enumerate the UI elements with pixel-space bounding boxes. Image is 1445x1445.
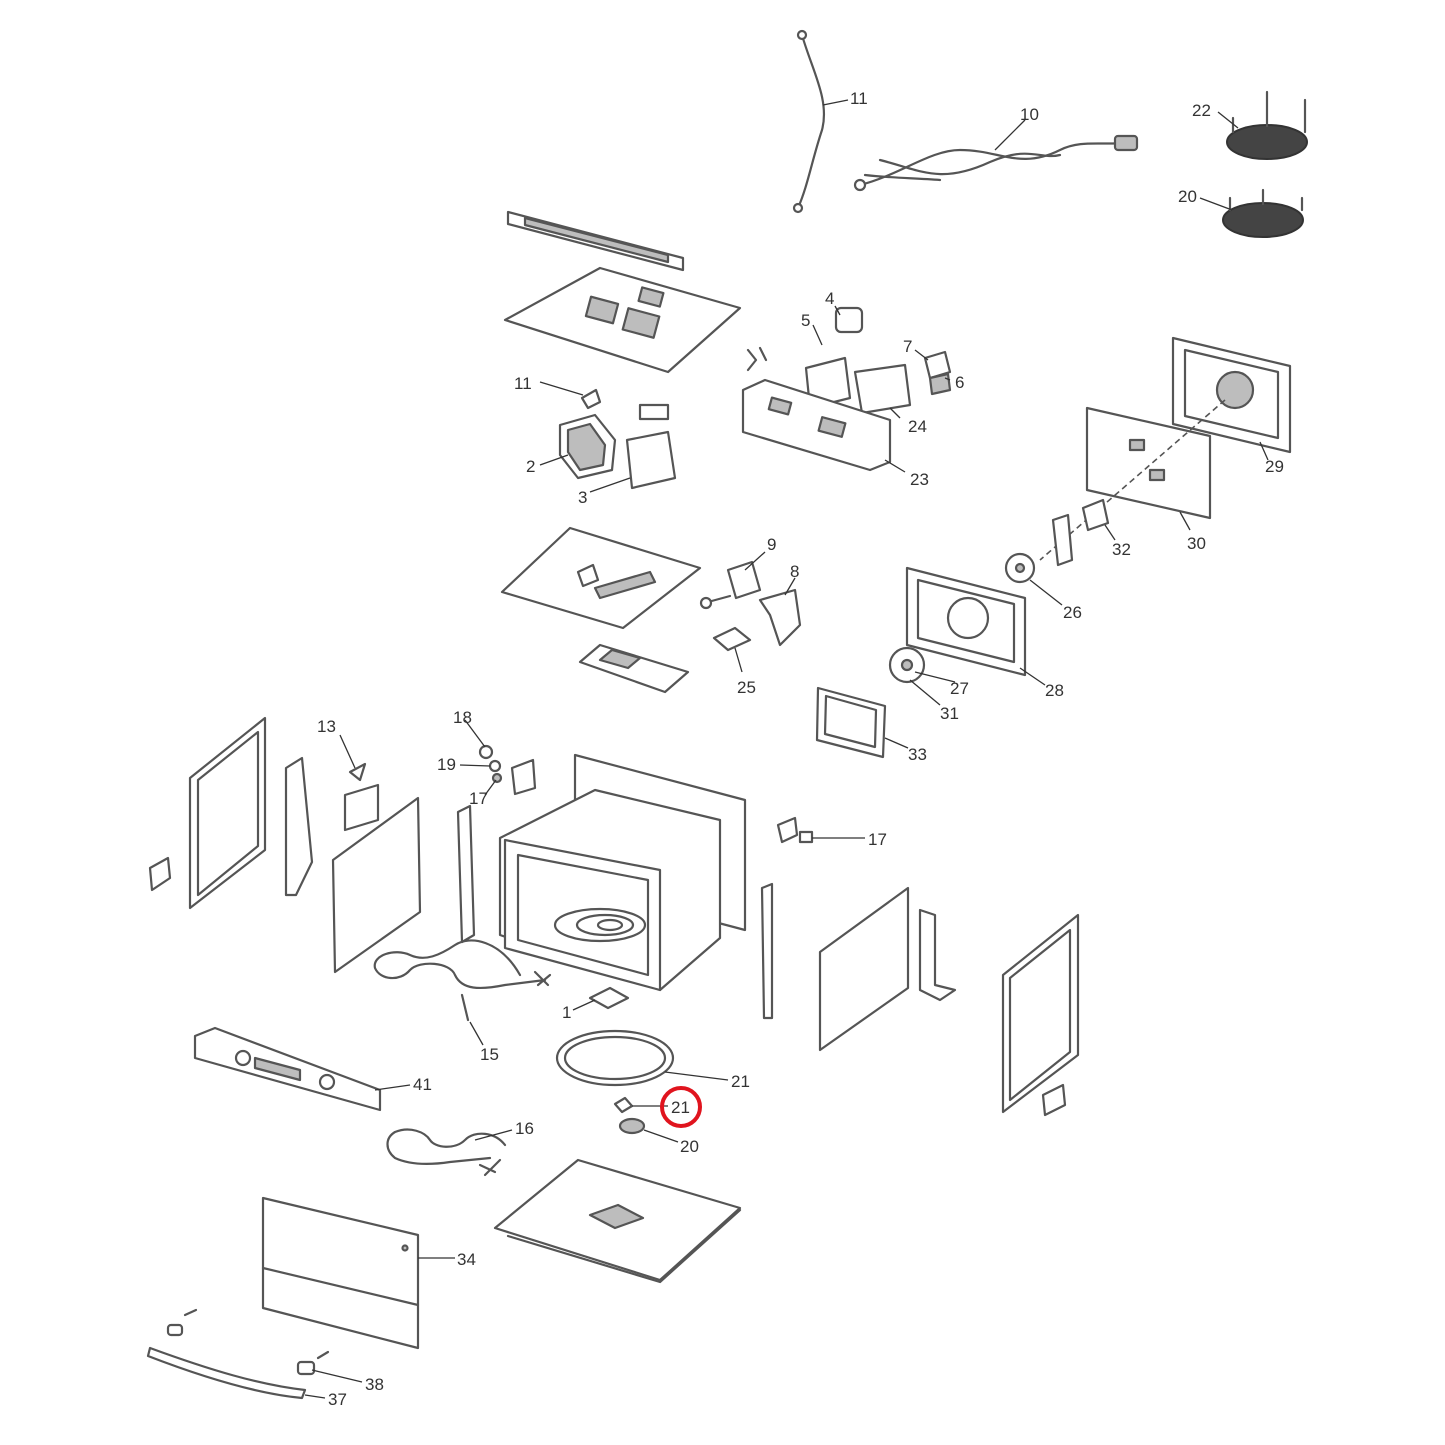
part-17-right-clip bbox=[776, 816, 814, 844]
callout-3: 3 bbox=[578, 488, 587, 507]
part-10-harness bbox=[853, 134, 1139, 192]
part-38-endcap bbox=[296, 1350, 330, 1376]
part-36-door bbox=[261, 1196, 420, 1350]
part-11-wire bbox=[792, 29, 826, 214]
callout-17-left: 17 bbox=[469, 789, 488, 808]
callout-17-right: 17 bbox=[868, 830, 887, 849]
part-8-cover bbox=[758, 588, 802, 647]
part-27-pad bbox=[712, 626, 752, 652]
callout-21: 21 bbox=[671, 1098, 690, 1117]
callout-35: 33 bbox=[908, 745, 927, 764]
callout-24: 22 bbox=[1192, 101, 1211, 120]
part-28-fan-blade bbox=[1004, 552, 1036, 584]
part-20-motor bbox=[618, 1117, 646, 1135]
part-25-bracket bbox=[741, 346, 892, 472]
callout-5: 5 bbox=[801, 311, 810, 330]
part-13-clip bbox=[348, 762, 367, 782]
part-24-round-rack bbox=[1226, 90, 1308, 160]
callout-31: 29 bbox=[1265, 457, 1284, 476]
callout-20: 20 bbox=[680, 1137, 699, 1156]
left-bracket bbox=[343, 783, 380, 832]
top-cover-panel bbox=[503, 266, 742, 374]
callout-9: 9 bbox=[767, 535, 776, 554]
callout-33: 31 bbox=[940, 704, 959, 723]
callout-32: 30 bbox=[1187, 534, 1206, 553]
right-strip bbox=[760, 882, 774, 1020]
callout-22: 20 bbox=[1178, 187, 1197, 206]
part-9-motor bbox=[699, 560, 762, 610]
mid-base-panel bbox=[500, 526, 702, 630]
callout-29: 27 bbox=[950, 679, 969, 698]
callout-23: 21 bbox=[731, 1072, 750, 1091]
callout-37: 37 bbox=[328, 1390, 347, 1409]
part-18-19-hinge bbox=[478, 744, 537, 796]
callout-11: 11 bbox=[850, 89, 868, 108]
left-outer-panel bbox=[188, 716, 267, 910]
callout-10: 10 bbox=[1020, 105, 1039, 124]
callout-6: 6 bbox=[955, 373, 964, 392]
callout-8: 8 bbox=[790, 562, 799, 581]
callout-30: 28 bbox=[1045, 681, 1064, 700]
callout-18: 18 bbox=[453, 708, 472, 727]
right-small-pad bbox=[1041, 1083, 1067, 1117]
callout-14: 11 bbox=[514, 374, 532, 393]
part-35-heater-ring bbox=[815, 686, 887, 759]
callout-2: 2 bbox=[526, 457, 535, 476]
part-21-coupler bbox=[613, 1096, 634, 1114]
callout-41: 41 bbox=[413, 1075, 432, 1094]
callout-4: 4 bbox=[825, 289, 834, 308]
callout-1: 1 bbox=[562, 1003, 571, 1022]
callout-labels: 11 10 22 20 4 5 7 6 11 24 2 23 3 29 30 3… bbox=[317, 89, 1284, 1409]
part-16-heater bbox=[386, 1128, 507, 1177]
callout-38: 38 bbox=[365, 1375, 384, 1394]
part-30-frame bbox=[905, 566, 1027, 677]
callout-28: 26 bbox=[1063, 603, 1082, 622]
lower-vent-pieces bbox=[578, 643, 690, 694]
right-bracket bbox=[918, 908, 957, 1002]
part-23-turntable-ring bbox=[555, 1029, 675, 1087]
part-2-transformer bbox=[558, 413, 617, 480]
callout-25: 23 bbox=[910, 470, 929, 489]
leader-lines bbox=[304, 99, 1269, 1399]
left-small-pad bbox=[148, 856, 172, 892]
highlight-circle bbox=[660, 1086, 702, 1128]
left-channel bbox=[284, 756, 314, 897]
convection-motor bbox=[1051, 513, 1074, 567]
part-6-switch bbox=[923, 350, 952, 396]
base-plate bbox=[493, 1158, 742, 1284]
callout-34: 32 bbox=[1112, 540, 1131, 559]
part-3-magnetron bbox=[625, 403, 677, 490]
part-31-rear-frame bbox=[1171, 336, 1292, 454]
callout-7: 7 bbox=[903, 337, 912, 356]
oven-cavity bbox=[498, 753, 747, 992]
left-strip bbox=[456, 804, 476, 944]
callout-26: 24 bbox=[908, 417, 927, 436]
part-29-33-blade bbox=[888, 646, 926, 684]
callout-16: 16 bbox=[515, 1119, 534, 1138]
part-37-handle bbox=[146, 1308, 307, 1400]
part-1-pad bbox=[588, 986, 630, 1010]
top-vent-plate bbox=[506, 210, 685, 272]
callout-15: 15 bbox=[480, 1045, 499, 1064]
part-15-heater bbox=[373, 939, 552, 1022]
part-34-motor bbox=[1081, 498, 1110, 532]
right-inner-panel bbox=[818, 886, 910, 1052]
part-14-clip bbox=[580, 388, 602, 410]
right-outer-panel bbox=[1001, 913, 1080, 1114]
left-inner-panel bbox=[331, 796, 422, 974]
callout-27: 25 bbox=[737, 678, 756, 697]
part-41-control-panel bbox=[193, 1026, 382, 1112]
callout-19: 19 bbox=[437, 755, 456, 774]
callout-13: 13 bbox=[317, 717, 336, 736]
part-22-round-rack bbox=[1222, 188, 1304, 238]
callout-36: 34 bbox=[457, 1250, 476, 1269]
part-4-fan-motor bbox=[834, 306, 864, 334]
part-32-rear-plate bbox=[1085, 406, 1212, 520]
